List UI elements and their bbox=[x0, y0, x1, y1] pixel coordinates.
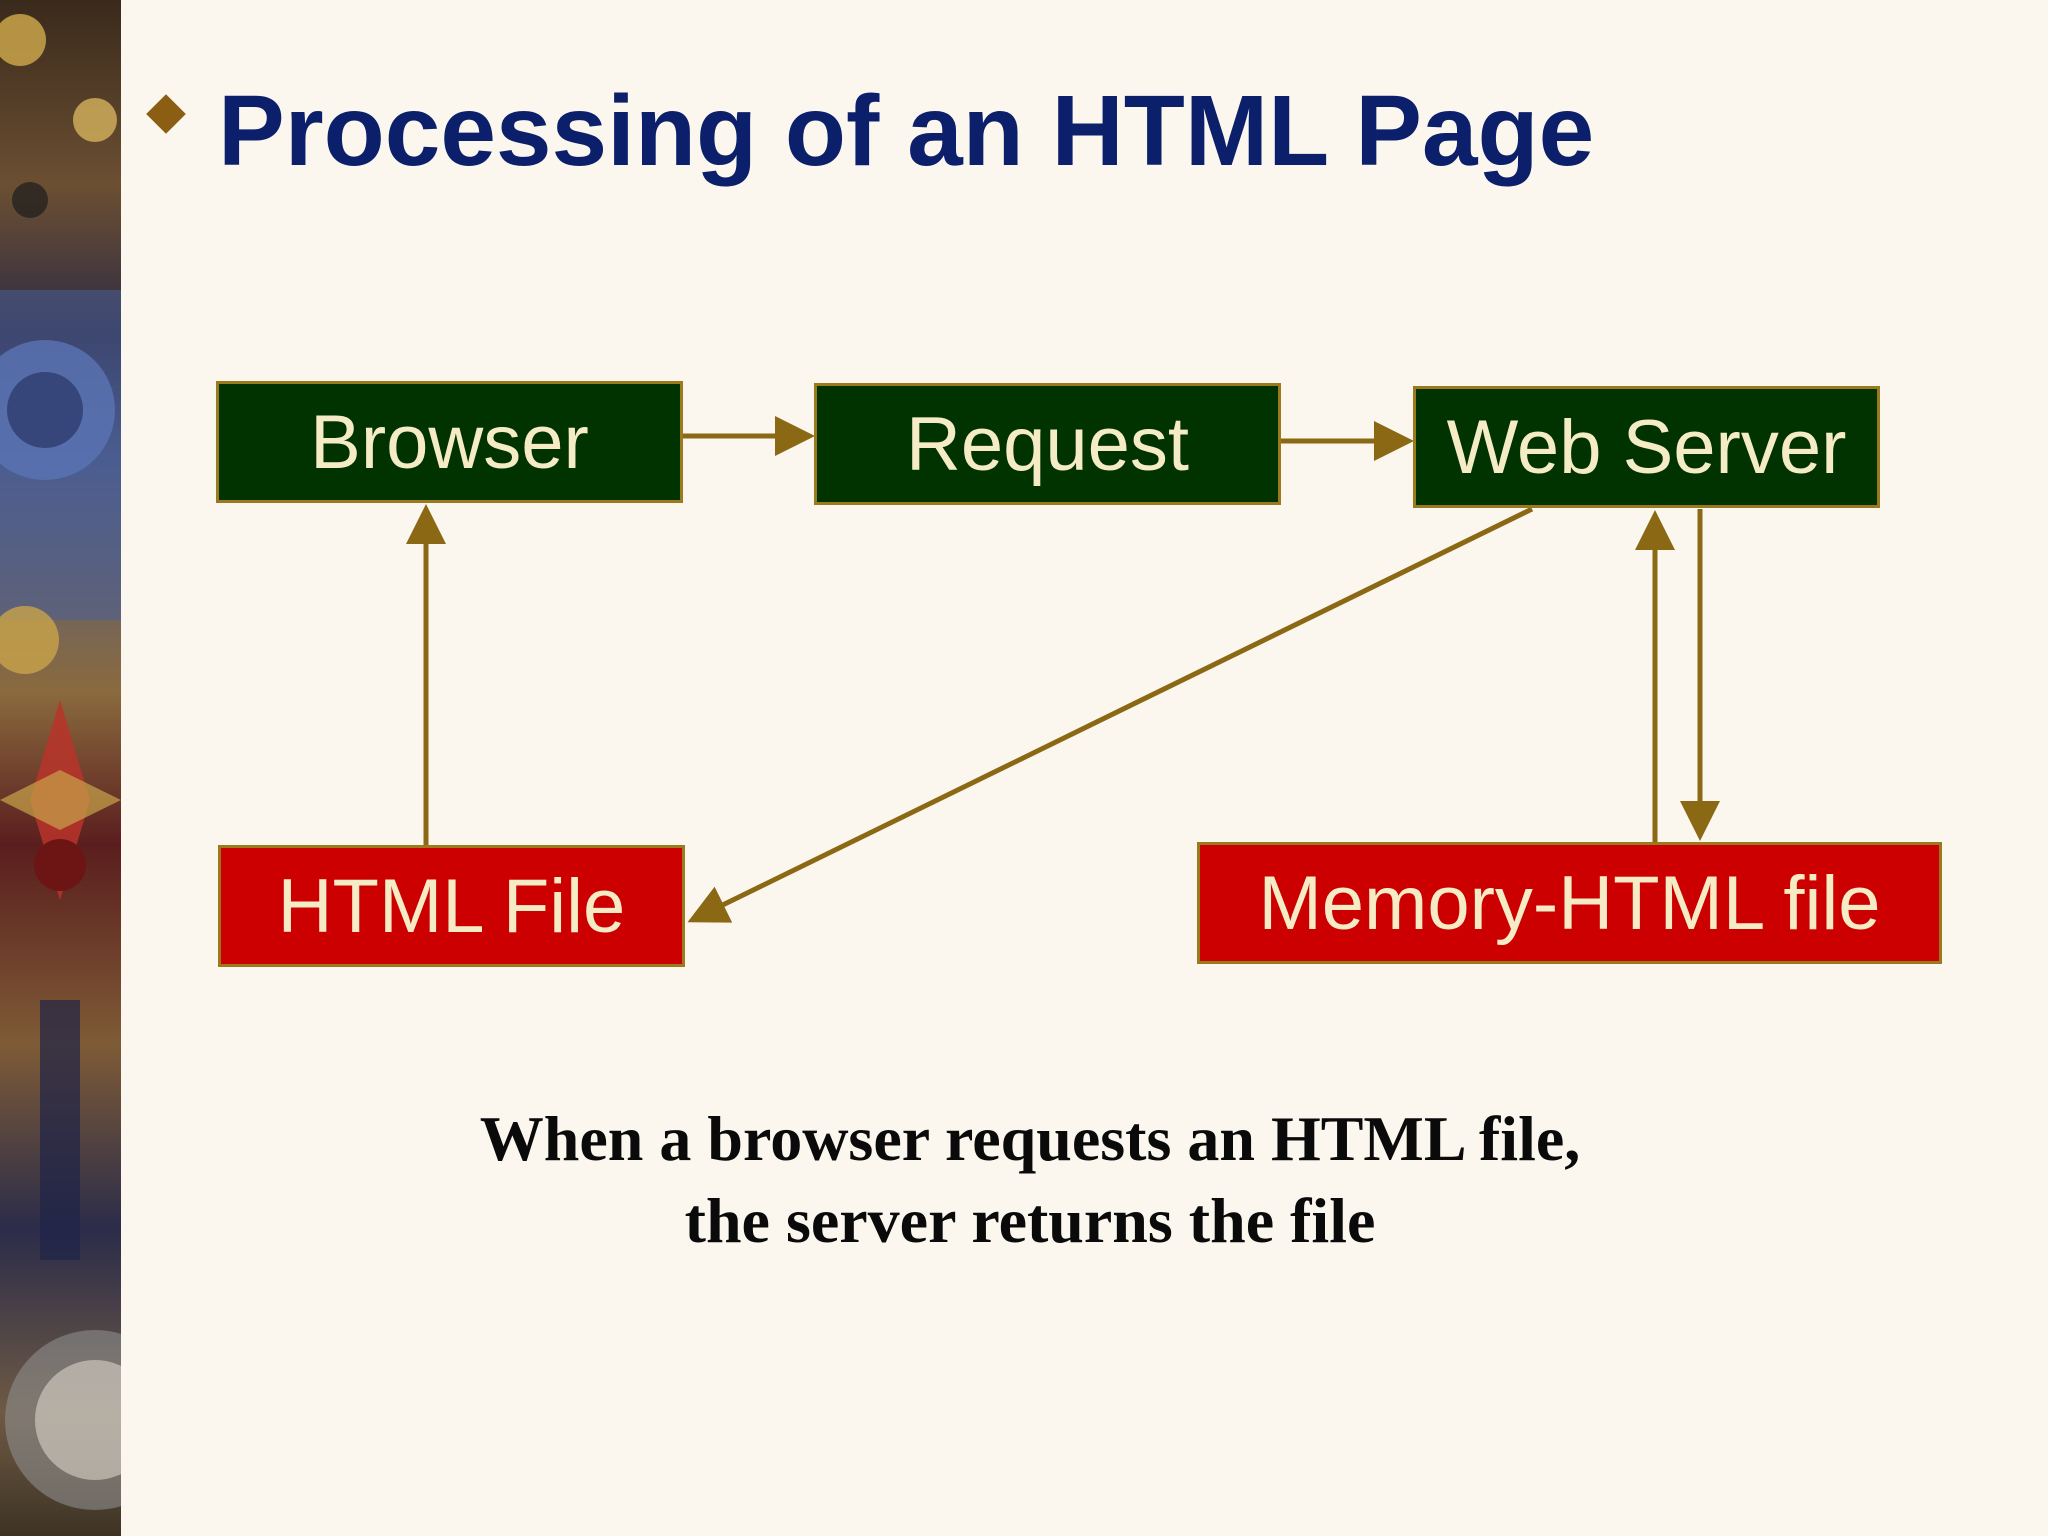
slide-title: Processing of an HTML Page bbox=[218, 75, 1595, 187]
node-browser: Browser bbox=[216, 381, 683, 503]
caption: When a browser requests an HTML file, th… bbox=[330, 1098, 1730, 1262]
caption-line-1: When a browser requests an HTML file, bbox=[479, 1103, 1581, 1174]
caption-line-2: the server returns the file bbox=[684, 1185, 1376, 1256]
node-request: Request bbox=[814, 383, 1281, 505]
node-html-file: HTML File bbox=[218, 845, 685, 967]
medals-decoration-image bbox=[0, 14, 121, 1510]
node-memory-html-file: Memory-HTML file bbox=[1197, 842, 1942, 964]
decorative-side-strip bbox=[0, 0, 121, 1536]
edge-webserver-to-htmlfile bbox=[687, 506, 1534, 923]
node-web-server: Web Server bbox=[1413, 386, 1880, 508]
